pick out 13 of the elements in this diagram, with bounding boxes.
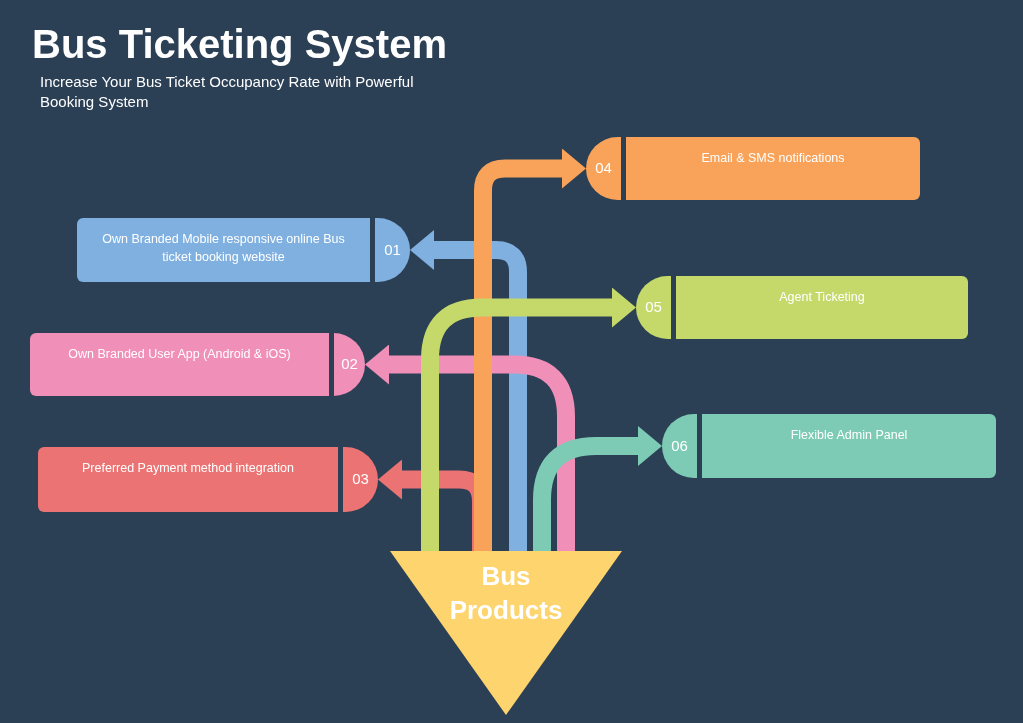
title: Bus Ticketing System [32, 21, 447, 68]
feature-label: Email & SMS notifications [626, 137, 920, 200]
arrow [365, 344, 575, 551]
arrow [410, 230, 527, 551]
feature-label: Agent Ticketing [676, 276, 968, 339]
feature-label: Preferred Payment method integration [38, 447, 338, 512]
subtitle: Increase Your Bus Ticket Occupancy Rate with Powerful Booking System [40, 72, 415, 112]
feature-label: Own Branded User App (Android & iOS) [30, 333, 329, 396]
feature-label: Flexible Admin Panel [702, 414, 996, 478]
arrow [474, 148, 586, 551]
funnel-label: Bus Products [449, 561, 563, 625]
arrow [533, 426, 662, 551]
feature-label: Own Branded Mobile responsive online Bus ticket booking website [77, 218, 370, 282]
